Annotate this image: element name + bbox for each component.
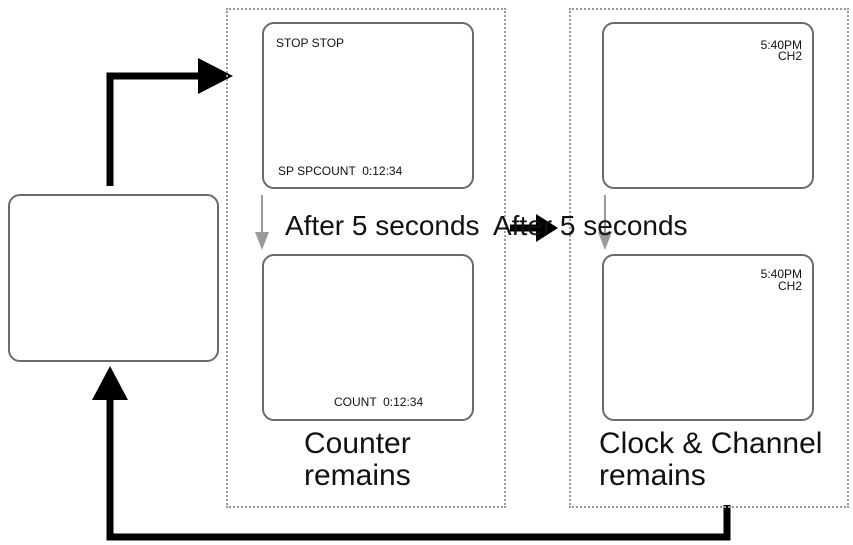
counter-group	[226, 8, 506, 508]
initial-screen	[8, 194, 219, 362]
osd-channel: CH2	[777, 49, 802, 63]
flow-arrow-to-counter	[106, 72, 200, 186]
clock-channel-caption: Clock & Channel remains	[599, 428, 822, 492]
counter-caption-line2: remains	[304, 459, 411, 492]
osd-channel: CH2	[777, 279, 802, 293]
clock-channel-group	[569, 8, 849, 508]
clock-screen-top: 5:40PM CH2	[602, 22, 814, 189]
transition-arrow-right-head	[598, 232, 612, 250]
transition-label-1: After 5 seconds	[285, 210, 480, 241]
counter-caption-line1: Counter	[304, 427, 411, 460]
osd-speed-counter-line: SP SPCOUNT 0:12:34	[278, 164, 403, 178]
clock-screen-bottom: 5:40PM CH2	[602, 254, 814, 421]
osd-clock-time: 5:40PM	[760, 267, 802, 281]
counter-screen-bottom: COUNT 0:12:34	[262, 254, 474, 421]
clock-caption-line2: remains	[599, 459, 706, 492]
osd-clock-time: 5:40PM	[760, 38, 802, 52]
flow-arrow-return	[106, 398, 731, 541]
flow-arrow-head-up	[92, 366, 128, 400]
counter-screen-top: STOP STOP SP SPCOUNT 0:12:34	[262, 22, 474, 189]
clock-caption-line1: Clock & Channel	[599, 427, 823, 460]
osd-stop-line: STOP STOP	[276, 36, 345, 50]
osd-counter-line: COUNT 0:12:34	[334, 395, 424, 409]
transition-label-2: After 5 seconds	[493, 210, 688, 241]
counter-caption: Counter remains	[304, 428, 411, 492]
transition-arrow-left-head	[255, 232, 269, 250]
flow-arrow-head-right	[198, 58, 233, 94]
group-transition-head	[536, 214, 558, 242]
